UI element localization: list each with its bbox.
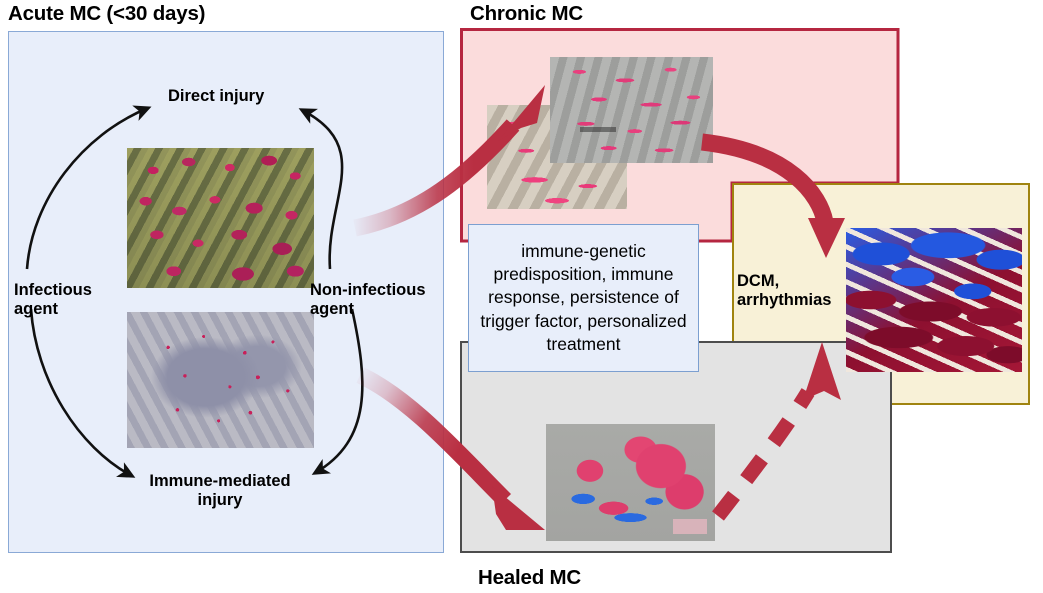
healed-mc-heading: Healed MC [478, 566, 582, 589]
label-noninfectious-agent: Non-infectious agent [310, 281, 426, 319]
chronic-mc-heading: Chronic MC [470, 2, 584, 25]
label-immune-mediated-injury: Immune-mediated injury [149, 472, 291, 510]
trigger-factor-text: immune-genetic predisposition, immune re… [480, 241, 687, 354]
chronic-mc-histology-upper [550, 57, 713, 163]
dcm-trichrome-histology [846, 228, 1022, 372]
label-infectious-agent: Infectious agent [14, 281, 92, 319]
healed-mc-histology [546, 424, 715, 541]
direct-injury-histology [127, 148, 314, 288]
label-direct-injury: Direct injury [168, 87, 265, 105]
trigger-factor-box: immune-genetic predisposition, immune re… [468, 224, 699, 372]
label-dcm-arrhythmias: DCM, arrhythmias [737, 272, 832, 310]
immune-mediated-injury-histology [127, 312, 314, 448]
acute-mc-heading: Acute MC (<30 days) [8, 2, 206, 25]
